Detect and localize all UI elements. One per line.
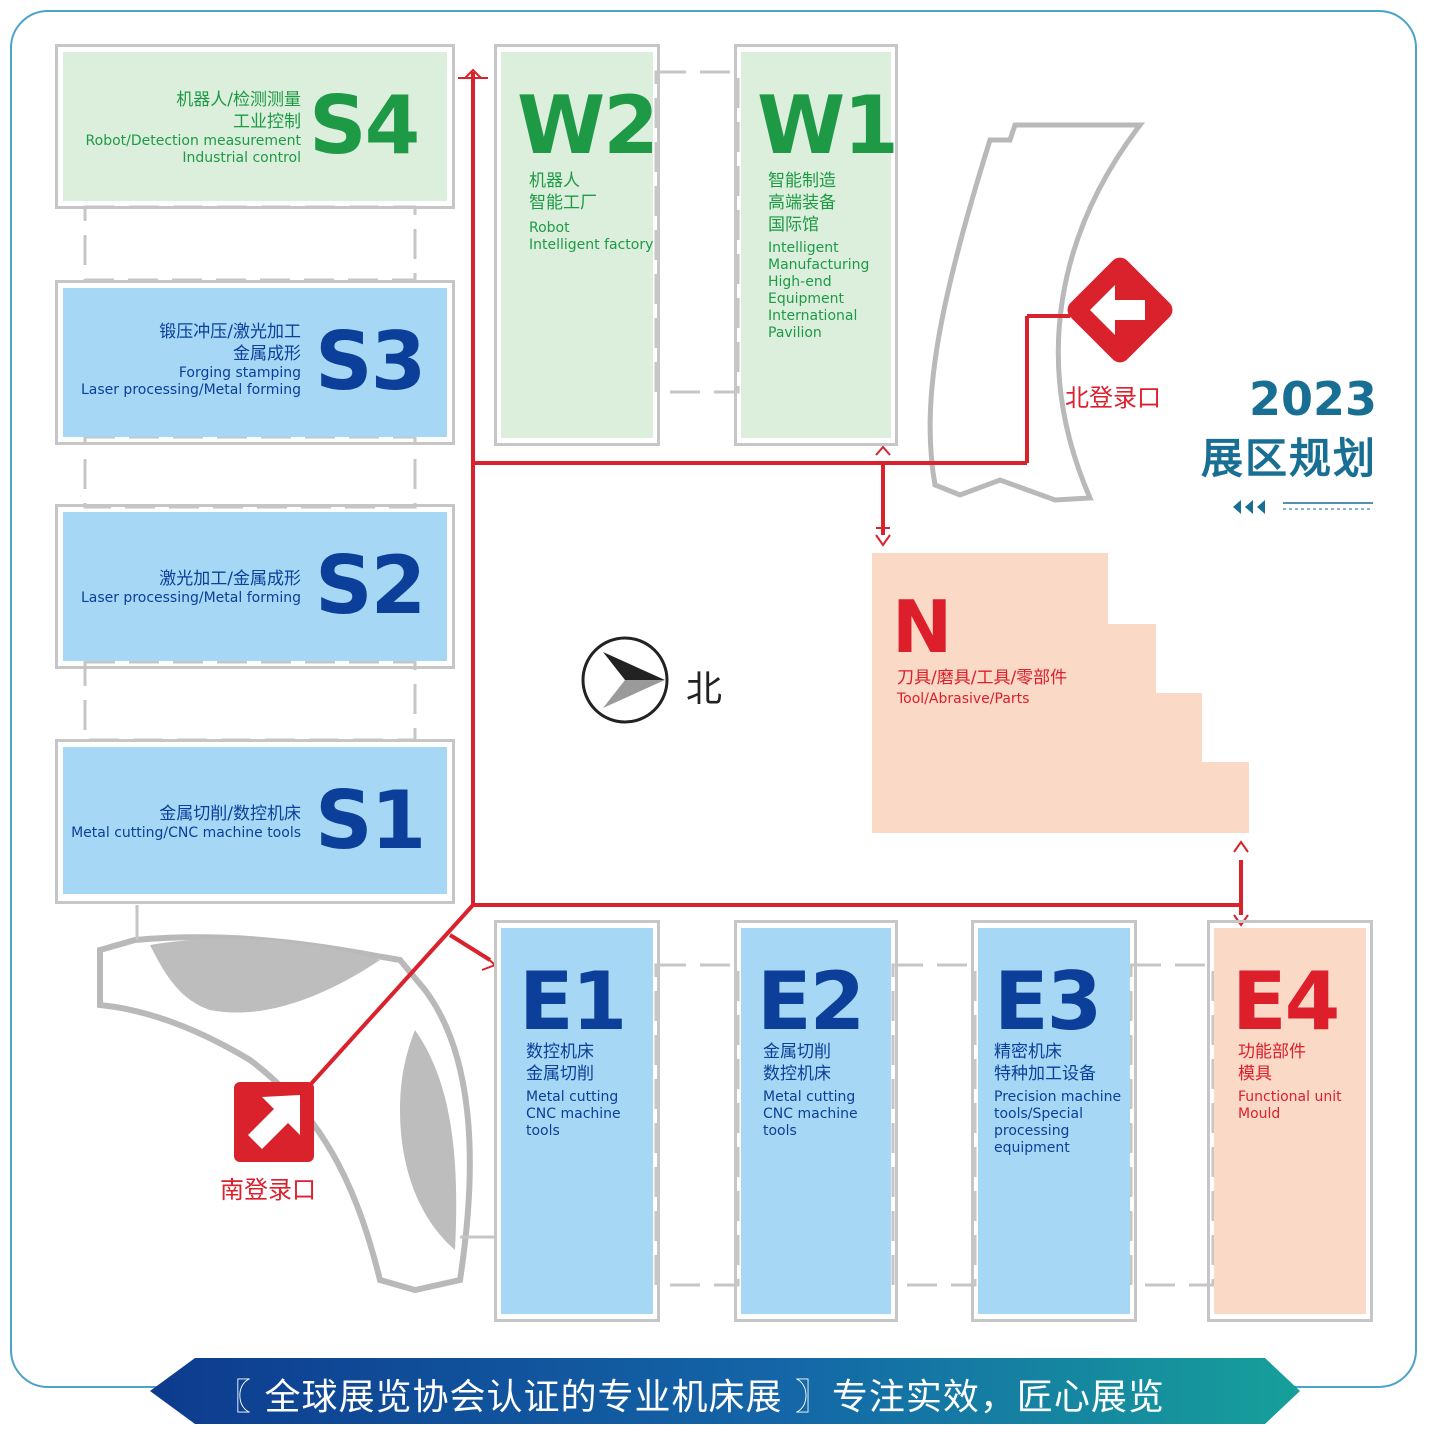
hall-w1-en6: Pavilion bbox=[768, 325, 822, 341]
hall-e3-outline bbox=[971, 920, 1137, 1322]
hall-s2[interactable]: 激光加工/金属成形 Laser processing/Metal forming… bbox=[63, 512, 447, 661]
hall-w2-en2: Intelligent factory bbox=[529, 237, 654, 253]
compass-label: 北 bbox=[686, 669, 723, 710]
hall-e1-outline bbox=[494, 920, 660, 1322]
hall-w1-cn3: 国际馆 bbox=[768, 215, 819, 235]
hall-s1-outline bbox=[55, 739, 455, 904]
south-entrance-icon bbox=[234, 1082, 314, 1162]
hall-s1[interactable]: 金属切削/数控机床 Metal cutting/CNC machine tool… bbox=[63, 747, 447, 894]
hall-w2-cn2: 智能工厂 bbox=[529, 193, 597, 213]
route-arrows bbox=[458, 68, 1249, 971]
visitor-routes bbox=[308, 72, 1243, 1087]
hall-n-step-2 bbox=[1156, 693, 1202, 833]
hall-w1-cn1: 智能制造 bbox=[768, 171, 836, 191]
hall-e3-en1: Precision machine bbox=[994, 1089, 1122, 1105]
hall-s4-cn1: 机器人/检测测量 bbox=[176, 90, 301, 110]
hall-e4-code: E4 bbox=[1232, 955, 1340, 1048]
title-decoration bbox=[1233, 500, 1373, 514]
hall-e3-code: E3 bbox=[994, 955, 1102, 1048]
hall-w1-en5: International bbox=[768, 308, 858, 324]
hall-s1-cn1: 金属切削/数控机床 bbox=[159, 804, 301, 824]
hall-e3-en2: tools/Special bbox=[994, 1106, 1083, 1122]
hall-s3-cn2: 金属成形 bbox=[233, 344, 301, 364]
hall-e2[interactable]: E2 金属切削 数控机床 Metal cutting CNC machine t… bbox=[741, 928, 891, 1314]
hall-e4-outline bbox=[1207, 920, 1373, 1322]
hall-e4-en2: Mould bbox=[1238, 1106, 1281, 1122]
hall-e1-en3: tools bbox=[526, 1123, 560, 1139]
hall-w2-outline bbox=[494, 44, 660, 446]
hall-e2-cn2: 数控机床 bbox=[763, 1064, 831, 1084]
hall-s4[interactable]: 机器人/检测测量 工业控制 Robot/Detection measuremen… bbox=[63, 52, 447, 201]
hall-e2-outline bbox=[734, 920, 898, 1322]
hall-e4-cn1: 功能部件 bbox=[1238, 1042, 1306, 1062]
hall-n[interactable]: N 刀具/磨具/工具/零部件 Tool/Abrasive/Parts bbox=[872, 553, 1108, 833]
hall-w1-en3: High-end bbox=[768, 274, 832, 290]
hall-w2-cn1: 机器人 bbox=[529, 171, 580, 191]
hall-s3[interactable]: 锻压冲压/激光加工 金属成形 Forging stamping Laser pr… bbox=[63, 288, 447, 437]
hall-e2-en2: CNC machine bbox=[763, 1106, 858, 1122]
hall-e3-en3: processing bbox=[994, 1123, 1070, 1139]
north-entrance-building bbox=[927, 122, 1146, 503]
hall-n-cn1: 刀具/磨具/工具/零部件 bbox=[897, 668, 1068, 688]
hall-e3[interactable]: E3 精密机床 特种加工设备 Precision machine tools/S… bbox=[978, 928, 1130, 1314]
hall-w1-en4: Equipment bbox=[768, 291, 844, 307]
hall-e2-en3: tools bbox=[763, 1123, 797, 1139]
hall-e4-cn2: 模具 bbox=[1238, 1064, 1272, 1084]
hall-n-step-3 bbox=[1202, 762, 1249, 833]
north-entrance-icon bbox=[1067, 257, 1173, 363]
hall-s1-code: S1 bbox=[315, 774, 426, 867]
hall-s2-outline bbox=[55, 504, 455, 669]
hall-e4[interactable]: E4 功能部件 模具 Functional unit Mould bbox=[1214, 928, 1366, 1314]
hall-e2-cn1: 金属切削 bbox=[763, 1042, 831, 1062]
hall-e1-cn1: 数控机床 bbox=[526, 1042, 594, 1062]
hall-s4-en1: Robot/Detection measurement bbox=[85, 133, 301, 149]
hall-s2-code: S2 bbox=[315, 539, 426, 632]
hall-s4-cn2: 工业控制 bbox=[233, 112, 301, 132]
hall-s1-en1: Metal cutting/CNC machine tools bbox=[71, 825, 301, 841]
hall-e1-en1: Metal cutting bbox=[526, 1089, 619, 1105]
hall-w1[interactable]: W1 智能制造 高端装备 国际馆 Intelligent Manufacturi… bbox=[741, 52, 899, 438]
hall-s4-en2: Industrial control bbox=[182, 150, 301, 166]
hall-w1-en2: Manufacturing bbox=[768, 257, 870, 273]
hall-s3-en2: Laser processing/Metal forming bbox=[80, 382, 301, 398]
south-entrance-building bbox=[97, 905, 497, 1294]
north-entrance-label[interactable]: 北登录口 bbox=[1065, 384, 1161, 412]
hall-s3-en1: Forging stamping bbox=[178, 365, 301, 381]
title-year: 2023 bbox=[1248, 372, 1377, 426]
hall-n-step-1 bbox=[1108, 624, 1156, 833]
hall-e2-en1: Metal cutting bbox=[763, 1089, 856, 1105]
banner-shape bbox=[150, 1358, 1300, 1424]
hall-w1-code: W1 bbox=[757, 79, 899, 172]
banner-slogan: 〖 全球展览协会认证的专业机床展 〗专注实效，匠心展览 bbox=[215, 1377, 1165, 1418]
hall-s4-outline bbox=[55, 44, 455, 209]
south-entrance-label[interactable]: 南登录口 bbox=[220, 1176, 316, 1204]
hall-w1-en1: Intelligent bbox=[768, 240, 839, 256]
hall-w1-cn2: 高端装备 bbox=[768, 193, 836, 213]
hall-n-code: N bbox=[892, 585, 952, 669]
hall-w2[interactable]: W2 机器人 智能工厂 Robot Intelligent factory bbox=[501, 52, 659, 438]
title-heading: 展区规划 bbox=[1200, 434, 1377, 483]
hall-e1-code: E1 bbox=[519, 955, 627, 1048]
hall-s3-code: S3 bbox=[315, 315, 426, 408]
hall-e2-code: E2 bbox=[757, 955, 865, 1048]
hall-e3-en4: equipment bbox=[994, 1140, 1070, 1156]
hall-s4-code: S4 bbox=[309, 79, 420, 172]
hall-s2-en1: Laser processing/Metal forming bbox=[80, 590, 301, 606]
hall-e1-en2: CNC machine bbox=[526, 1106, 621, 1122]
hall-e1[interactable]: E1 数控机床 金属切削 Metal cutting CNC machine t… bbox=[501, 928, 653, 1314]
hall-e3-cn1: 精密机床 bbox=[994, 1042, 1062, 1062]
hall-s2-cn1: 激光加工/金属成形 bbox=[159, 569, 301, 589]
compass-icon bbox=[581, 636, 669, 724]
hall-e3-cn2: 特种加工设备 bbox=[994, 1064, 1096, 1084]
hall-w2-code: W2 bbox=[517, 79, 659, 172]
hall-n-en1: Tool/Abrasive/Parts bbox=[897, 691, 1030, 707]
hall-e1-cn2: 金属切削 bbox=[526, 1064, 594, 1084]
hall-w1-outline bbox=[734, 44, 898, 446]
hall-s3-cn1: 锻压冲压/激光加工 bbox=[159, 322, 301, 342]
hall-w2-en1: Robot bbox=[529, 220, 570, 236]
hall-s3-outline bbox=[55, 280, 455, 445]
hall-e4-en1: Functional unit bbox=[1238, 1089, 1342, 1105]
